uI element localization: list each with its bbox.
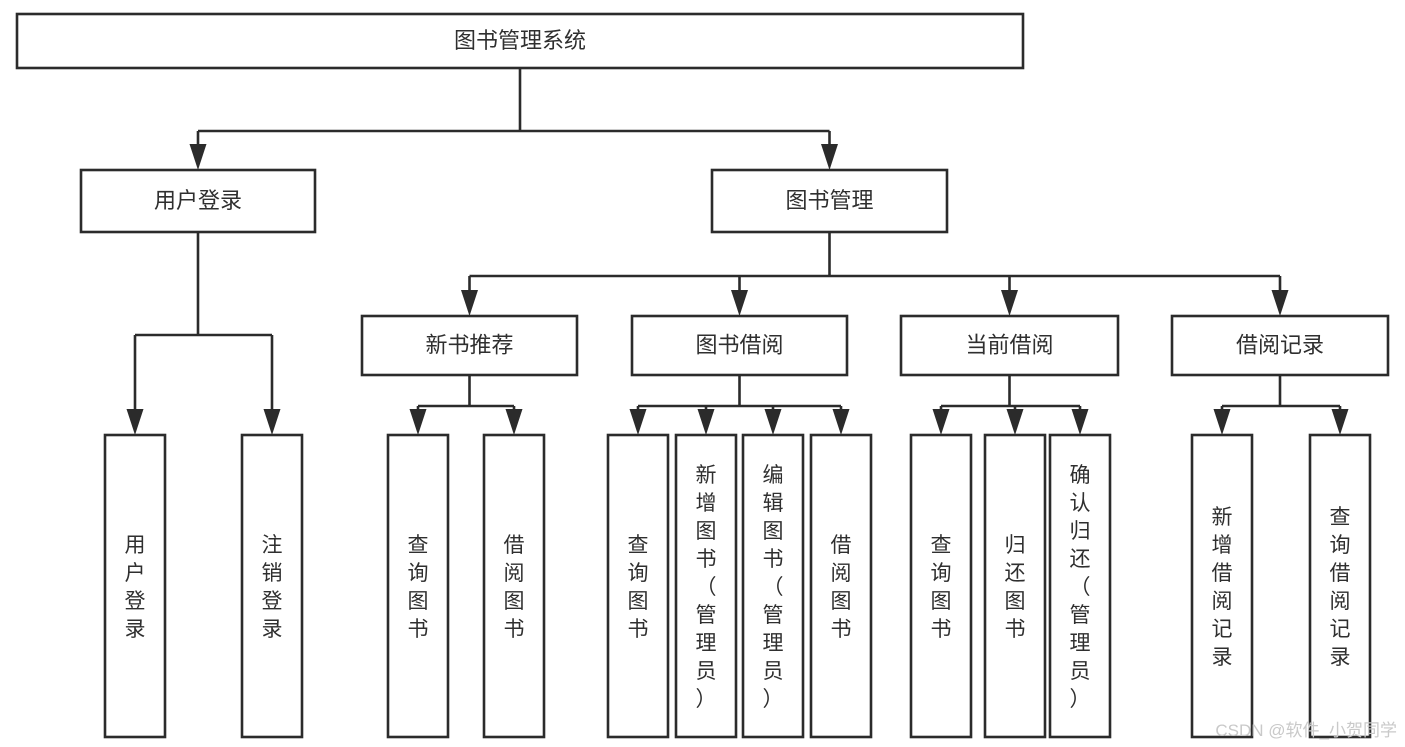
root-arrow-1 <box>821 144 838 170</box>
node-current-return-book[interactable]: 归还图书 <box>983 433 1047 739</box>
node-label-record-query: 查询借阅记录 <box>1330 506 1351 669</box>
node-box-current-confirm-return[interactable] <box>1048 433 1112 739</box>
connector-layer <box>126 68 1349 435</box>
node-user-login[interactable]: 用户登录 <box>79 168 317 234</box>
node-label-user-login: 用户登录 <box>154 188 242 213</box>
new-book-recommend-arrow-0 <box>409 409 427 435</box>
node-label-recommend-query-book: 查询图书 <box>408 534 429 641</box>
node-box-recommend-borrow-book[interactable] <box>482 433 546 739</box>
book-borrow-arrow-1 <box>697 409 715 435</box>
node-box-user-login[interactable] <box>79 168 317 234</box>
node-box-user-logout[interactable] <box>240 433 304 739</box>
bookmanage-arrow-1 <box>731 290 748 316</box>
node-box-user-login-do[interactable] <box>103 433 167 739</box>
node-borrow-lend-book[interactable]: 借阅图书 <box>809 433 873 739</box>
node-label-borrow-record: 借阅记录 <box>1236 332 1324 357</box>
node-box-current-return-book[interactable] <box>983 433 1047 739</box>
node-book-borrow[interactable]: 图书借阅 <box>630 314 849 377</box>
node-label-current-query-book: 查询图书 <box>931 534 952 641</box>
node-label-borrow-query-book: 查询图书 <box>628 534 649 641</box>
borrow-record-arrow-0 <box>1213 409 1231 435</box>
node-label-current-confirm-return: 确认归还（管理员） <box>1070 464 1091 711</box>
book-borrow-arrow-2 <box>764 409 782 435</box>
login-arrow-1 <box>263 409 281 435</box>
node-label-borrow-edit-book: 编辑图书（管理员） <box>763 464 784 711</box>
node-box-book-borrow[interactable] <box>630 314 849 377</box>
node-box-record-query[interactable] <box>1308 433 1372 739</box>
node-box-new-book-recommend[interactable] <box>360 314 579 377</box>
node-box-borrow-lend-book[interactable] <box>809 433 873 739</box>
current-borrow-arrow-2 <box>1071 409 1089 435</box>
node-box-current-query-book[interactable] <box>909 433 973 739</box>
node-label-user-login-do: 用户登录 <box>125 534 146 641</box>
node-current-confirm-return[interactable]: 确认归还（管理员） <box>1048 433 1112 739</box>
book-borrow-arrow-0 <box>629 409 647 435</box>
node-label-book-borrow: 图书借阅 <box>695 332 783 357</box>
node-label-root: 图书管理系统 <box>454 28 586 53</box>
node-label-new-book-recommend: 新书推荐 <box>425 332 513 357</box>
node-box-recommend-query-book[interactable] <box>386 433 450 739</box>
bookmanage-arrow-3 <box>1271 290 1289 316</box>
node-user-login-do[interactable]: 用户登录 <box>103 433 167 739</box>
node-box-borrow-edit-book[interactable] <box>741 433 805 739</box>
node-user-logout[interactable]: 注销登录 <box>240 433 304 739</box>
node-label-book-manage: 图书管理 <box>785 188 873 213</box>
login-arrow-0 <box>126 409 144 435</box>
node-box-current-borrow[interactable] <box>899 314 1120 377</box>
node-label-user-logout: 注销登录 <box>262 534 283 641</box>
node-box-borrow-add-book[interactable] <box>674 433 738 739</box>
node-recommend-query-book[interactable]: 查询图书 <box>386 433 450 739</box>
node-new-book-recommend[interactable]: 新书推荐 <box>360 314 579 377</box>
node-label-borrow-add-book: 新增图书（管理员） <box>696 464 717 711</box>
node-record-add[interactable]: 新增借阅记录 <box>1190 433 1254 739</box>
node-label-current-borrow: 当前借阅 <box>965 332 1053 357</box>
new-book-recommend-arrow-1 <box>505 409 523 435</box>
bookmanage-arrow-0 <box>461 290 478 316</box>
node-current-query-book[interactable]: 查询图书 <box>909 433 973 739</box>
root-arrow-0 <box>189 144 207 170</box>
node-box-record-add[interactable] <box>1190 433 1254 739</box>
current-borrow-arrow-1 <box>1006 409 1024 435</box>
current-borrow-arrow-0 <box>932 409 950 435</box>
node-layer: 图书管理系统用户登录用户登录注销登录图书管理新书推荐查询图书借阅图书图书借阅查询… <box>15 12 1390 739</box>
book-borrow-arrow-3 <box>832 409 850 435</box>
node-borrow-add-book[interactable]: 新增图书（管理员） <box>674 433 738 739</box>
node-label-current-return-book: 归还图书 <box>1005 534 1026 641</box>
node-label-borrow-lend-book: 借阅图书 <box>831 534 852 641</box>
node-borrow-query-book[interactable]: 查询图书 <box>606 433 670 739</box>
node-recommend-borrow-book[interactable]: 借阅图书 <box>482 433 546 739</box>
bookmanage-arrow-2 <box>1001 290 1018 316</box>
node-borrow-record[interactable]: 借阅记录 <box>1170 314 1390 377</box>
node-borrow-edit-book[interactable]: 编辑图书（管理员） <box>741 433 805 739</box>
node-label-recommend-borrow-book: 借阅图书 <box>504 534 525 641</box>
borrow-record-arrow-1 <box>1331 409 1349 435</box>
csdn-watermark: CSDN @软件_小贺同学 <box>1215 721 1397 740</box>
node-label-record-add: 新增借阅记录 <box>1212 506 1233 669</box>
node-record-query[interactable]: 查询借阅记录 <box>1308 433 1372 739</box>
node-book-manage[interactable]: 图书管理 <box>710 168 949 234</box>
node-box-borrow-record[interactable] <box>1170 314 1390 377</box>
node-box-root[interactable] <box>15 12 1025 70</box>
node-root[interactable]: 图书管理系统 <box>15 12 1025 70</box>
node-box-borrow-query-book[interactable] <box>606 433 670 739</box>
node-current-borrow[interactable]: 当前借阅 <box>899 314 1120 377</box>
node-box-book-manage[interactable] <box>710 168 949 234</box>
